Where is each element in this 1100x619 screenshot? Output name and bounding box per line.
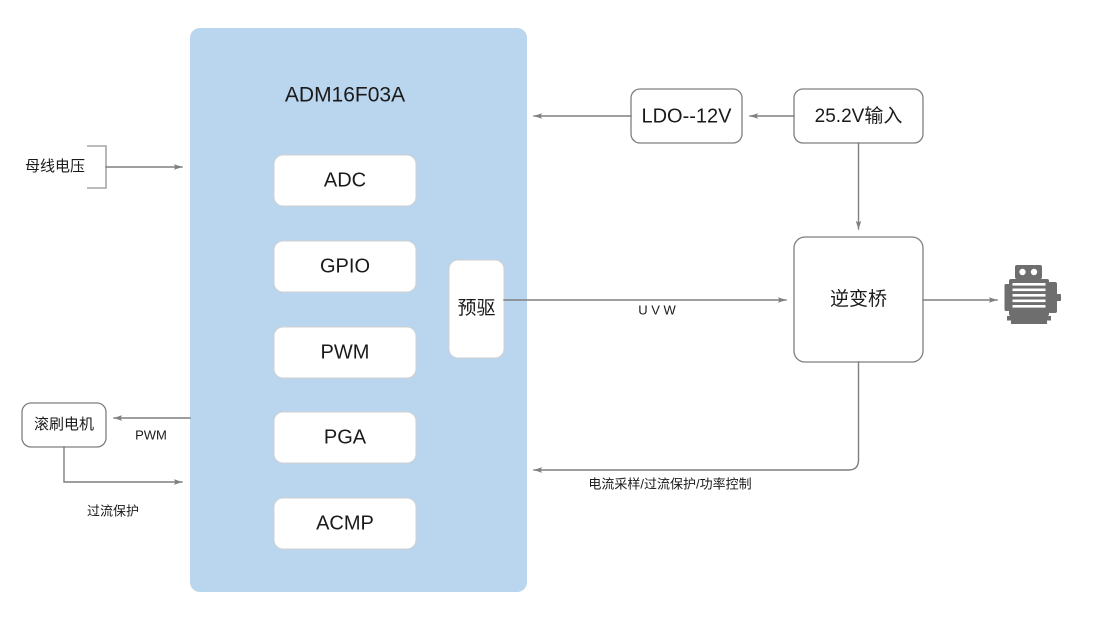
bus-voltage-label: 母线电压	[25, 158, 85, 175]
peripheral-gpio-label: GPIO	[320, 255, 370, 277]
pwm-label: PWM	[135, 427, 167, 442]
predriver-block[interactable]: 预驱	[448, 259, 505, 359]
peripheral-acmp-shape[interactable]	[273, 497, 417, 550]
peripheral-pwm-label: PWM	[321, 341, 370, 363]
bus-voltage-group: 母线电压	[25, 145, 183, 189]
peripheral-pga-label: PGA	[324, 426, 367, 448]
supply-label: 25.2V输入	[815, 105, 903, 127]
bus-voltage-bracket	[87, 145, 107, 189]
mcu-title: ADM16F03A	[285, 84, 405, 107]
peripheral-acmp[interactable]: ACMP	[273, 497, 417, 550]
brush-motor-label: 滚刷电机	[34, 416, 94, 433]
peripheral-gpio[interactable]: GPIO	[273, 240, 417, 293]
peripheral-gpio-shape[interactable]	[273, 240, 417, 293]
peripheral-adc[interactable]: ADC	[273, 154, 417, 207]
peripheral-adc-shape[interactable]	[273, 154, 417, 207]
peripheral-pga-shape[interactable]	[273, 411, 417, 464]
overcurrent-wire	[63, 446, 183, 485]
uvw-group: U V W	[503, 297, 787, 317]
inverter-block[interactable]: 逆变桥	[793, 236, 924, 363]
ldo-label: LDO--12V	[641, 105, 732, 127]
overcurrent-label: 过流保护	[87, 503, 139, 518]
inverter-label: 逆变桥	[830, 288, 887, 310]
predriver-shape[interactable]	[448, 259, 505, 359]
overcurrent-group: 过流保护	[63, 446, 183, 518]
pwm-group: PWM	[113, 415, 191, 442]
ldo-block[interactable]: LDO--12V	[630, 88, 743, 144]
feedback-label: 电流采样/过流保护/功率控制	[588, 476, 751, 491]
peripheral-pga[interactable]: PGA	[273, 411, 417, 464]
peripheral-pwm-shape[interactable]	[273, 326, 417, 379]
peripheral-acmp-label: ACMP	[316, 512, 374, 534]
peripheral-adc-label: ADC	[324, 169, 366, 191]
uvw-label: U V W	[638, 302, 676, 317]
peripheral-pwm[interactable]: PWM	[273, 326, 417, 379]
predriver-label: 预驱	[457, 297, 495, 319]
brush-motor-block[interactable]: 滚刷电机	[21, 402, 107, 448]
feedback-wire	[533, 361, 860, 473]
supply-block[interactable]: 25.2V输入	[793, 88, 924, 144]
feedback-group: 电流采样/过流保护/功率控制	[533, 361, 860, 491]
motor-icon	[1004, 265, 1061, 324]
